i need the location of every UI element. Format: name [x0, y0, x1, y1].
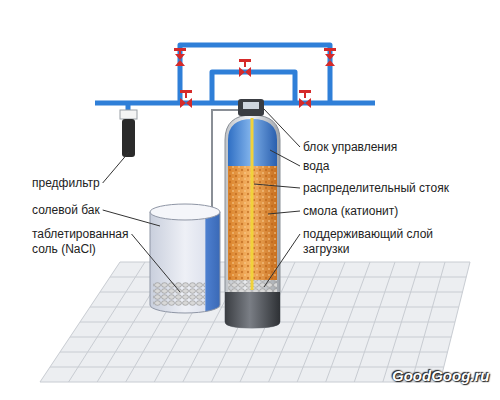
prefilter: [120, 110, 137, 157]
support-layer-label: поддерживающий слой загрузки: [303, 227, 468, 257]
floor-tiles: [50, 262, 466, 382]
salt-tank: [150, 204, 220, 313]
floor: [40, 262, 470, 382]
prefilter-label: предфильтр: [32, 176, 144, 191]
softener-tank: [225, 115, 280, 328]
watermark: GoodGoog.ru: [392, 368, 489, 383]
salt-label: таблетированная соль (NaCl): [32, 227, 144, 257]
resin-label: смола (катионит): [303, 204, 493, 219]
leader-line: [264, 234, 300, 287]
water-label: вода: [303, 159, 493, 174]
leader-line: [103, 152, 129, 183]
salt-tank-label: солевой бак: [32, 203, 144, 218]
leader-line: [263, 108, 300, 147]
riser-label: распределительный стояк: [303, 181, 493, 196]
leader-line: [254, 184, 300, 188]
leader-line: [270, 150, 300, 166]
pipes: [95, 45, 375, 112]
control-unit-label: блок управления: [303, 140, 493, 155]
control-unit: [238, 99, 264, 116]
leader-line: [268, 211, 300, 214]
leader-line: [132, 234, 180, 292]
leader-line: [103, 210, 160, 226]
